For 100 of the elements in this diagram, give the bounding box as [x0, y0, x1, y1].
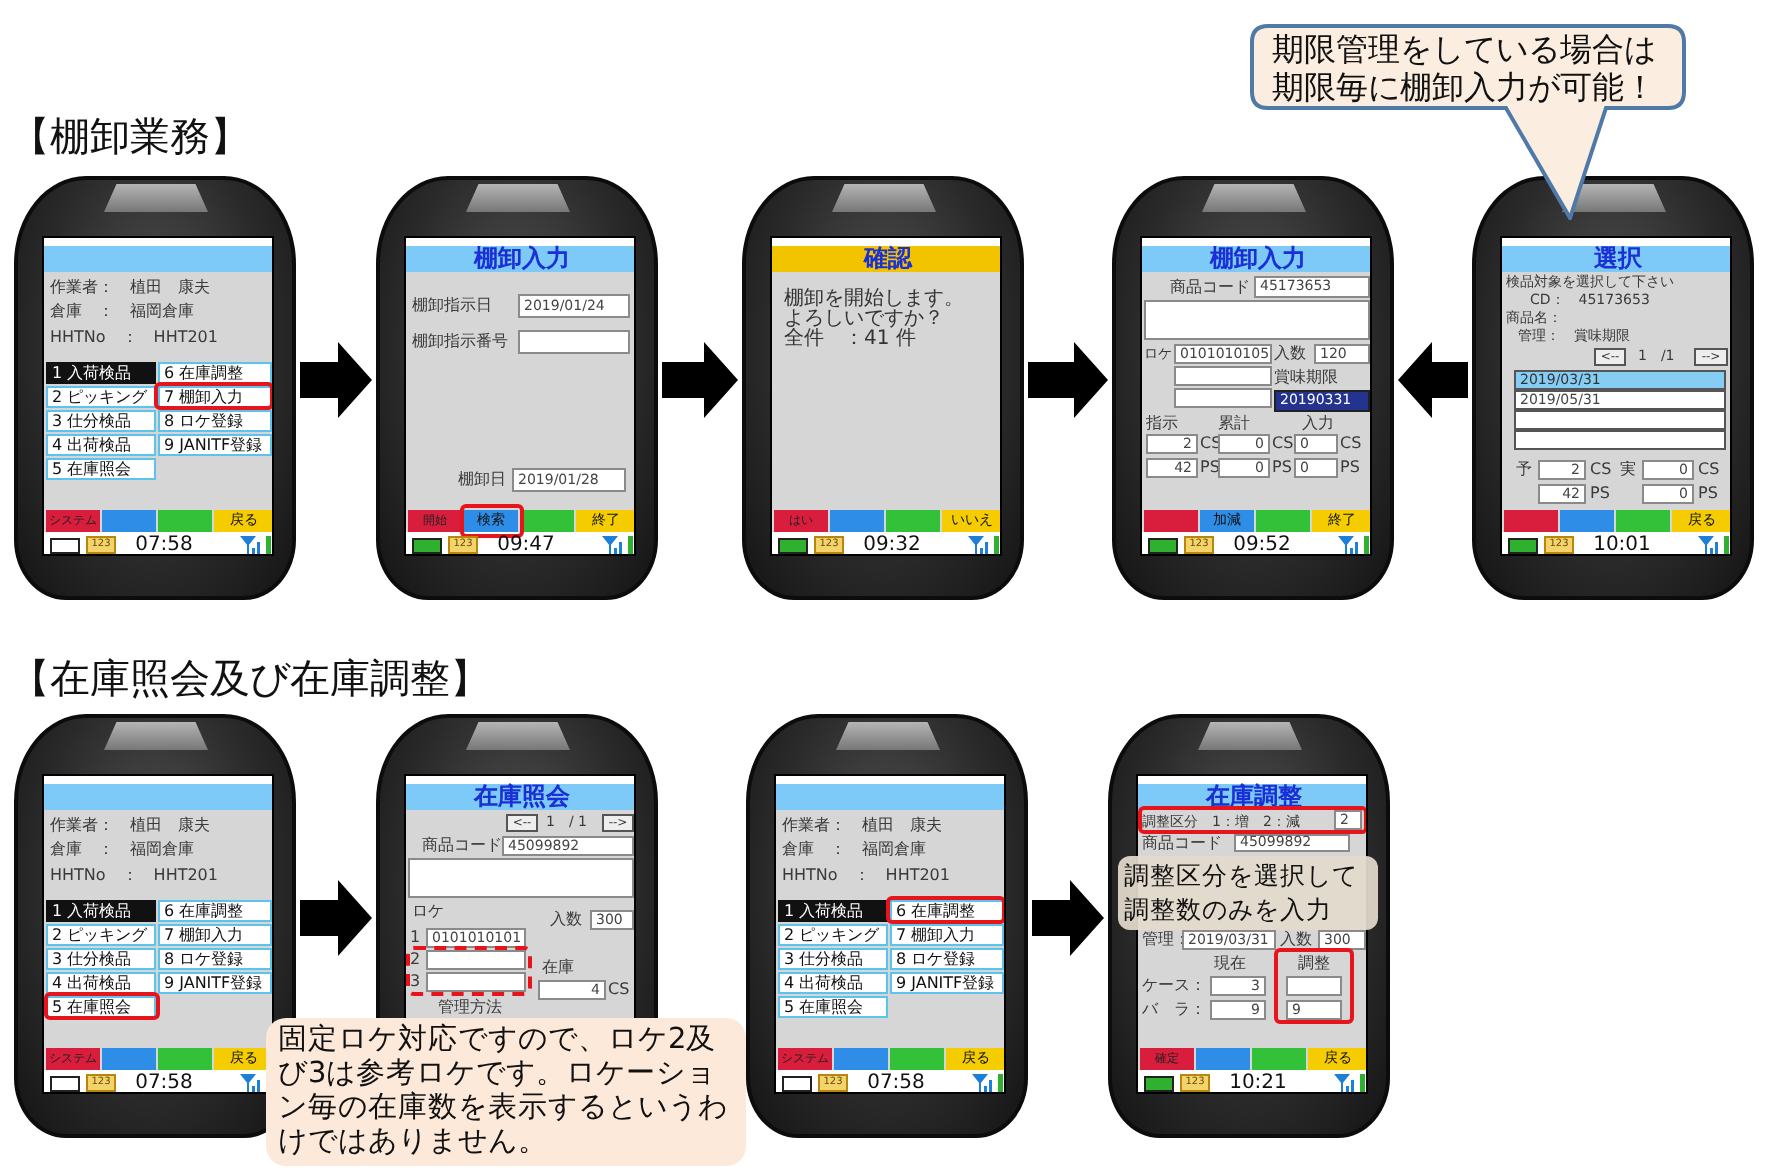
screen-text: 入力	[1302, 414, 1334, 434]
screen-text: ロケ	[412, 902, 444, 922]
screen-text: 入数	[1274, 344, 1306, 364]
handheld-terminal	[742, 176, 1024, 600]
arrow	[300, 342, 372, 418]
clock-text: 07:58	[865, 1072, 927, 1092]
clock-text: 07:58	[133, 534, 195, 554]
screen-text: 作業者： 植田 康夫	[50, 816, 210, 836]
message-text: 棚卸を開始します。	[784, 290, 964, 310]
arrow	[662, 342, 738, 418]
handheld-terminal	[14, 176, 296, 600]
screen-text: 棚卸日	[458, 470, 506, 490]
menu-item: 4 出荷検品	[778, 972, 888, 994]
menu-item: 5 在庫照会	[46, 458, 156, 480]
screen-text: 1	[410, 928, 421, 948]
message-text: 全件 ：41 件	[784, 330, 916, 350]
screen-title: 確認	[772, 246, 1000, 272]
screen-title: 選択	[1502, 246, 1730, 272]
screen-title: 在庫照会	[406, 784, 634, 810]
arrow	[300, 880, 372, 956]
clock-text: 10:01	[1591, 534, 1653, 554]
menu-item: 9 JANITF登録	[158, 434, 272, 456]
speech-bubble	[1250, 24, 1686, 220]
clock-text: 07:58	[133, 1072, 195, 1092]
menu-item: 9 JANITF登録	[158, 972, 272, 994]
clock-text: 10:21	[1227, 1072, 1289, 1092]
screen-text: 管理方法	[438, 998, 502, 1016]
menu-item: 9 JANITF登録	[890, 972, 1004, 994]
clock-text: 09:32	[861, 534, 923, 554]
screen-title: 棚卸入力	[1142, 246, 1370, 272]
section-heading: 【棚卸業務】	[10, 110, 250, 162]
handheld-terminal	[746, 714, 1028, 1138]
menu-item: 1 入荷検品	[46, 900, 156, 922]
screen-text: 累計	[1218, 414, 1250, 434]
screen-text: 商品コード	[422, 836, 502, 856]
screen-text: 実	[1620, 460, 1636, 480]
screen-text: 入数	[550, 910, 582, 930]
screen-text: 商品コード	[1142, 834, 1222, 852]
section-heading: 【在庫照会及び在庫調整】	[10, 652, 490, 704]
menu-item: 3 仕分検品	[778, 948, 888, 970]
menu-item: 3 仕分検品	[46, 410, 156, 432]
clock-text: 09:47	[495, 534, 557, 554]
screen-text: 賞味期限	[1274, 368, 1338, 388]
screen-text: 3	[410, 972, 421, 992]
menu-item: 2 ピッキング	[46, 924, 156, 946]
menu-item: 1 入荷検品	[778, 900, 888, 922]
message-text: よろしいですか？	[784, 310, 944, 330]
note-tooltip: 固定ロケ対応ですので、ロケ2及び3は参考ロケです。ロケーション毎の在庫数を表示するというわけではありません。	[266, 1018, 746, 1166]
menu-item: 4 出荷検品	[46, 434, 156, 456]
screen-text: ケース：	[1142, 976, 1206, 996]
menu-item: 7 棚卸入力	[158, 924, 272, 946]
screen-text: HHTNo ： HHT201	[782, 866, 950, 886]
screen-text: 予	[1516, 460, 1532, 480]
menu-item: 4 出荷検品	[46, 972, 156, 994]
screen-text: 作業者： 植田 康夫	[50, 278, 210, 298]
screen-text: バ ラ：	[1142, 1000, 1206, 1020]
arrow	[1028, 342, 1108, 418]
menu-item: 1 入荷検品	[46, 362, 156, 384]
screen-text: PS	[1340, 458, 1360, 478]
menu-item: 8 ロケ登録	[158, 410, 272, 432]
screen-title: 棚卸入力	[406, 246, 634, 272]
screen-text: 商品コード	[1170, 278, 1250, 298]
screen-text: PS	[1590, 484, 1610, 504]
menu-item: 6 在庫調整	[158, 900, 272, 922]
callout-text: 期限管理をしている場合は期限毎に棚卸入力が可能！	[1272, 30, 1658, 106]
screen-text: 現在	[1214, 954, 1246, 974]
handheld-terminal	[376, 176, 658, 600]
screen-text: 棚卸指示日	[412, 296, 492, 316]
menu-item: 8 ロケ登録	[158, 948, 272, 970]
screen-text: CS	[1340, 434, 1362, 454]
screen-text: 指示	[1146, 414, 1178, 434]
handheld-terminal	[1472, 176, 1754, 600]
menu-item: 7 棚卸入力	[890, 924, 1004, 946]
screen-text: CS	[1590, 460, 1612, 480]
menu-item: 3 仕分検品	[46, 948, 156, 970]
screen-text: HHTNo ： HHT201	[50, 328, 218, 348]
menu-item: 8 ロケ登録	[890, 948, 1004, 970]
screen-text: 2	[410, 950, 421, 970]
screen-text: CS	[1698, 460, 1720, 480]
screen-text: CS	[608, 980, 630, 1000]
screen-text: 倉庫 ： 福岡倉庫	[50, 840, 194, 860]
menu-item: 2 ピッキング	[46, 386, 156, 408]
menu-item: 6 在庫調整	[158, 362, 272, 384]
screen-text: 調整	[1298, 954, 1330, 974]
screen-text: PS	[1698, 484, 1718, 504]
handheld-terminal	[1108, 714, 1390, 1138]
screen-text: 作業者： 植田 康夫	[782, 816, 942, 836]
screen-text: PS	[1272, 458, 1292, 478]
screen-text: 倉庫 ： 福岡倉庫	[50, 302, 194, 322]
menu-item: 2 ピッキング	[778, 924, 888, 946]
arrow	[1398, 342, 1468, 418]
handheld-terminal	[1112, 176, 1394, 600]
menu-item: 5 在庫照会	[778, 996, 888, 1018]
screen-text: 倉庫 ： 福岡倉庫	[782, 840, 926, 860]
screen-text: PS	[1200, 458, 1220, 478]
screen-text: CS	[1272, 434, 1294, 454]
screen-text: HHTNo ： HHT201	[50, 866, 218, 886]
arrow	[1032, 880, 1104, 956]
screen-text: 棚卸指示番号	[412, 332, 508, 352]
screen-text: 入数	[1280, 930, 1312, 950]
